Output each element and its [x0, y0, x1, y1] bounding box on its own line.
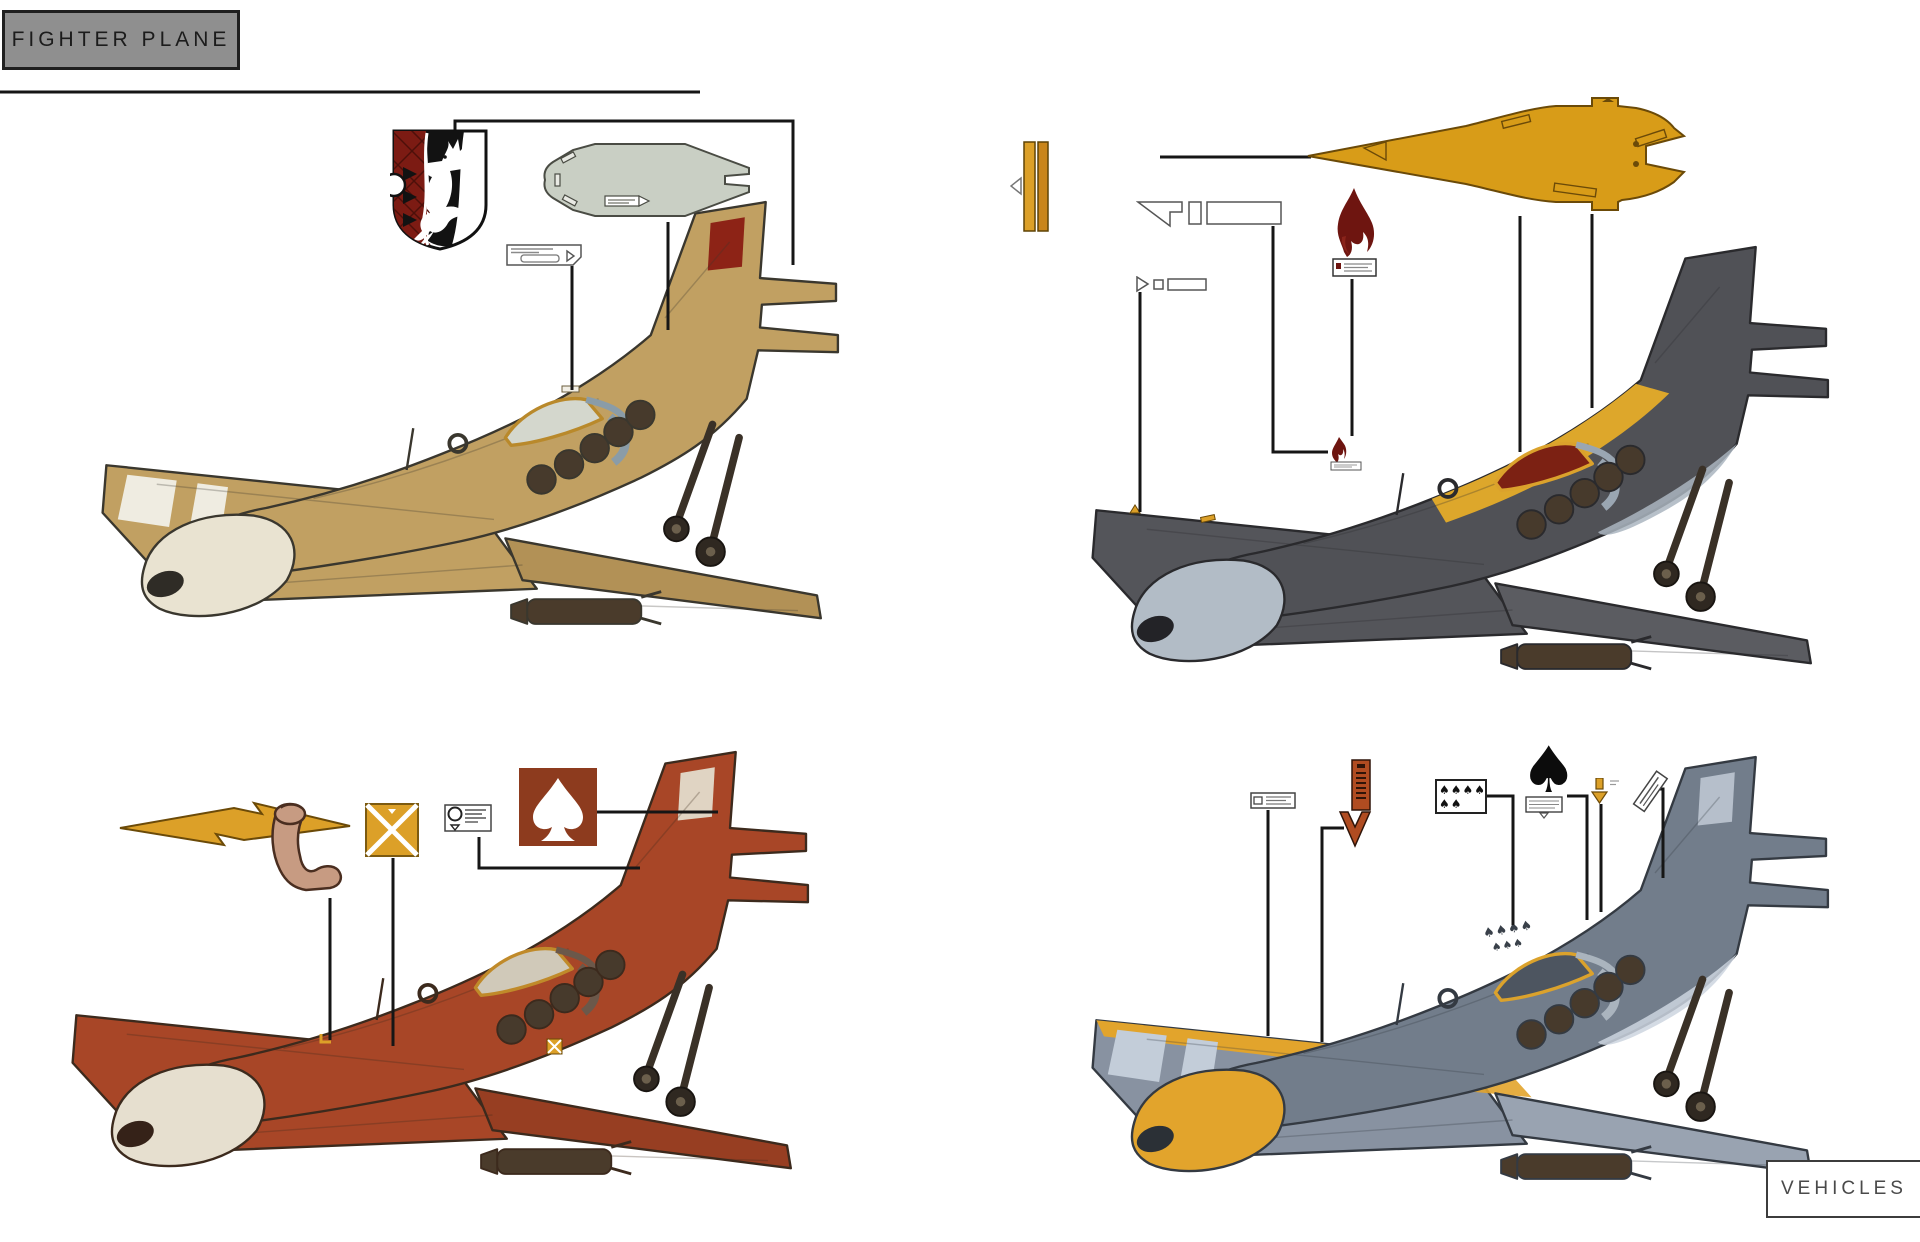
amber-l-decal [319, 1034, 331, 1044]
rust-arrow-banner [1338, 759, 1372, 848]
svg-text:♠♠♠: ♠♠♠ [1491, 936, 1525, 954]
pennant-outline-group [1136, 201, 1282, 228]
amber-x-square [365, 803, 419, 857]
stencil-label [506, 244, 582, 266]
dragon-shield-emblem [390, 129, 488, 251]
warning-mark [1590, 778, 1619, 805]
x-decal [546, 1038, 563, 1055]
category-label-box: VEHICLES [1766, 1160, 1920, 1218]
flame-decal [1330, 437, 1362, 471]
category-label: VEHICLES [1781, 1178, 1907, 1199]
ace-placard [1525, 796, 1563, 819]
circle-stencil-box [444, 804, 492, 832]
bullet-label [604, 195, 651, 207]
flame-placard [1332, 258, 1377, 277]
amber-triangle-decal [1129, 504, 1141, 514]
tilted-stamp [1632, 770, 1669, 813]
top-view-silhouette [543, 143, 750, 217]
svg-text:♠: ♠ [1520, 736, 1574, 808]
flame-badge [1332, 188, 1377, 277]
ace-of-spades: ♠ [1520, 736, 1574, 808]
twin-amber-bars [1010, 141, 1049, 232]
bottom-view-silhouette [1307, 97, 1687, 211]
page-title: FIGHTER PLANE [11, 28, 231, 51]
lightning-arm-emblem [119, 801, 351, 892]
spade-cluster-decal: ♠♠♠♠ ♠♠♠ [1482, 918, 1534, 954]
red-spade-square [519, 768, 597, 846]
lightning-bolt [119, 801, 351, 847]
amber-dash-decal [1200, 514, 1216, 524]
flexed-arm [271, 802, 342, 892]
svg-text:♠♠♠♠: ♠♠♠♠ [1439, 783, 1486, 797]
page-title-box: FIGHTER PLANE [2, 10, 240, 70]
small-stencil-row [1136, 276, 1207, 293]
six-spades-card: ♠♠♠♠ ♠♠ [1435, 779, 1487, 814]
svg-text:♠♠: ♠♠ [1439, 797, 1463, 811]
left-pointer [1010, 176, 1022, 196]
stencil-box-small [1250, 792, 1296, 809]
